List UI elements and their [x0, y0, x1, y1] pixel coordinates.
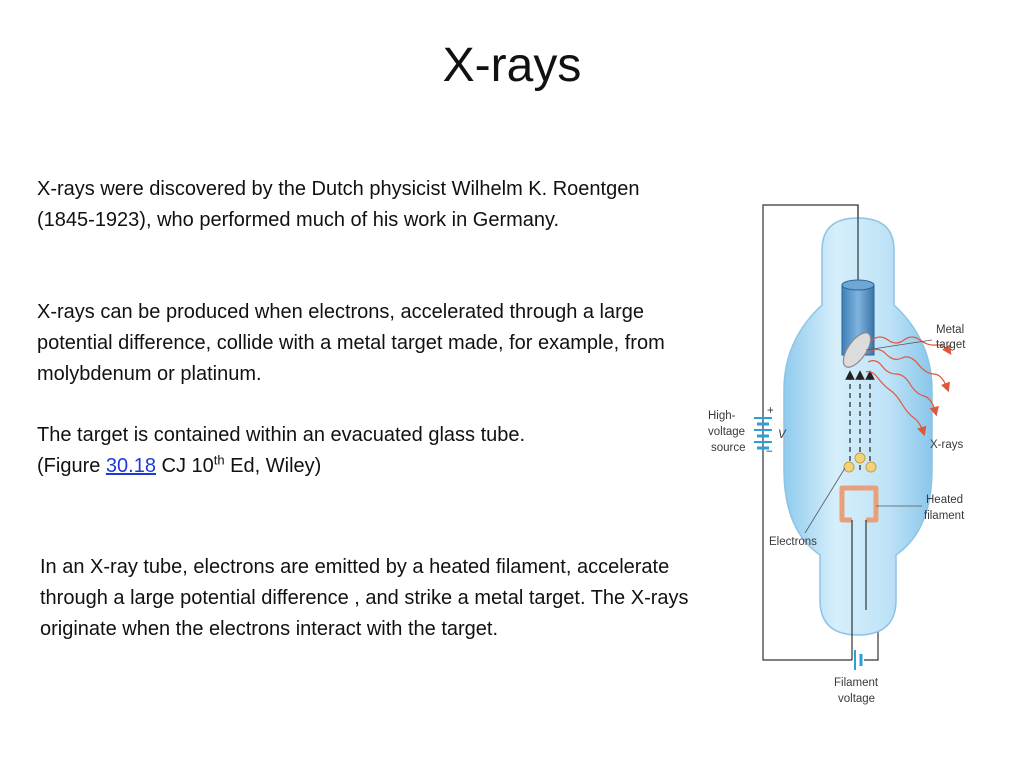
glass-tube: [783, 217, 933, 636]
xray-arrow-3: [867, 360, 939, 417]
xray-arrow-4: [865, 371, 927, 437]
label-electrons: Electrons: [769, 536, 817, 548]
label-high-voltage: High-: [708, 410, 736, 422]
label-xrays: X-rays: [930, 439, 963, 451]
xray-arrow-2: [869, 348, 950, 393]
heated-filament-icon: [839, 485, 879, 523]
label-metal-target: Metal: [936, 324, 964, 336]
metal-target-icon: [842, 332, 872, 368]
glass-tube-sentence: The target is contained within an evacua…: [37, 424, 526, 446]
leader-metal-target: [865, 339, 933, 351]
leader-electrons: [804, 467, 846, 534]
label-filament-voltage-line2: voltage: [838, 693, 875, 705]
paragraph-glass-tube: The target is contained within an evacua…: [37, 420, 702, 482]
paragraph-production: X-rays can be produced when electrons, a…: [37, 301, 665, 385]
xray-tube-diagram: Metal target High- voltage source + − V …: [708, 204, 966, 705]
paragraph-discovery: X-rays were discovered by the Dutch phys…: [37, 178, 640, 231]
label-plus: +: [767, 405, 774, 417]
high-voltage-battery-icon: [754, 417, 772, 450]
label-metal-target-line2: target: [936, 339, 966, 351]
electron-dot: [843, 461, 855, 473]
label-high-voltage-line2: voltage: [708, 426, 745, 438]
anode-top: [841, 279, 875, 291]
paragraph-tube-explanation: In an X-ray tube, electrons are emitted …: [40, 556, 689, 640]
label-filament-voltage: Filament: [834, 677, 879, 689]
slide-title: X-rays: [442, 39, 582, 92]
label-voltage-v: V: [778, 429, 787, 441]
label-heated-filament-line2: filament: [924, 510, 965, 522]
figure-ref-suffix: Ed, Wiley): [224, 455, 322, 477]
figure-ref-prefix: (Figure: [37, 455, 106, 477]
label-high-voltage-line3: source: [711, 442, 746, 454]
figure-ref-mid: CJ 10: [155, 455, 214, 477]
xray-arrow-1: [871, 336, 952, 355]
label-heated-filament: Heated: [926, 494, 963, 506]
electron-dot: [865, 461, 877, 473]
label-minus: −: [766, 446, 773, 458]
figure-ref-sup: th: [213, 452, 225, 468]
figure-link[interactable]: 30.18: [105, 455, 156, 477]
electron-dot: [854, 452, 866, 464]
